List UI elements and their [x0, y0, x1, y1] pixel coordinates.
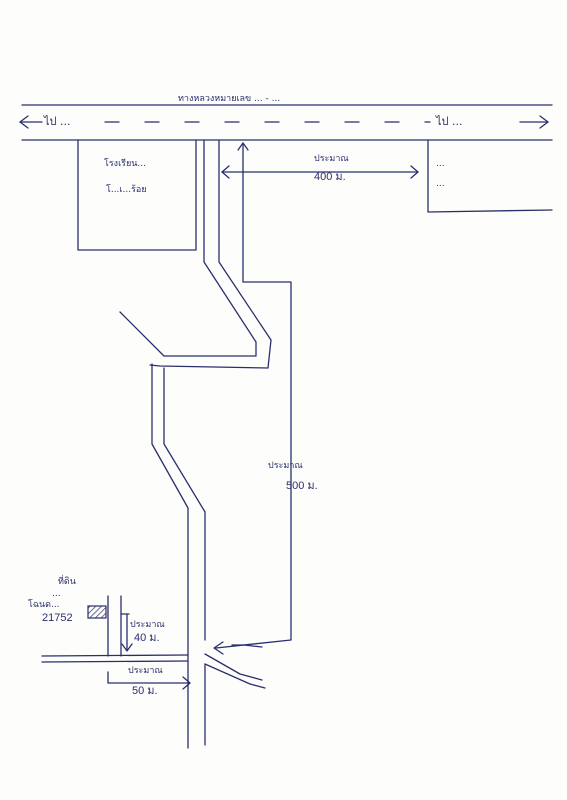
distance-marker-bottom-horizontal — [107, 671, 191, 690]
distance-middle-label: ประมาณ — [268, 461, 303, 471]
cross-road-edge-bottom — [41, 660, 189, 663]
building-left-outline — [77, 139, 197, 251]
junction-road-upper — [204, 653, 263, 681]
arrow-right-icon — [539, 115, 549, 129]
building-left-label-line1: โรงเรียน... — [104, 159, 146, 169]
distance-top-value: 400 ม. — [314, 171, 346, 183]
site-label-line2: ... — [52, 589, 61, 599]
distance-middle-arrow-icon — [213, 641, 224, 655]
building-right-label-line1: ... — [436, 159, 445, 169]
cross-road-edge-top — [41, 654, 189, 657]
site-label-line3: โฉนด... — [28, 600, 60, 610]
junction-road-north — [231, 644, 263, 648]
lower-road-edge-right-upper — [163, 367, 206, 641]
distance-bottom-horizontal-arrow-icon — [182, 676, 191, 690]
arrow-left-icon — [19, 115, 29, 129]
side-road — [119, 139, 272, 749]
distance-bottom-vertical-arrow-icon — [121, 643, 133, 652]
main-highway — [19, 104, 553, 141]
building-right-outline — [427, 139, 553, 213]
junction-road-lower — [204, 663, 266, 689]
side-road-edge-right — [149, 139, 272, 369]
building-left-label-line2: โ...เ...ร้อย — [106, 185, 147, 195]
distance-marker-bottom-vertical — [120, 613, 133, 652]
deed-number: 21752 — [42, 612, 73, 624]
distance-bottom-vertical-label: ประมาณ — [130, 620, 165, 630]
distance-middle-value: 500 ม. — [286, 480, 318, 492]
lower-road-edge-left — [151, 363, 189, 749]
side-road-edge-left — [119, 139, 257, 357]
right-direction-label: ไป ... — [436, 115, 463, 128]
bottom-junction — [41, 595, 266, 689]
distance-bottom-horizontal-label: ประมาณ — [128, 666, 163, 676]
building-right-label-line2: ... — [436, 179, 445, 189]
distance-top-arrow-up-icon — [237, 142, 249, 151]
distance-bottom-vertical-value: 40 ม. — [134, 632, 160, 644]
distance-bottom-horizontal-value: 50 ม. — [132, 685, 158, 697]
distance-top-arrow-left-icon — [221, 165, 230, 179]
distance-top-label: ประมาณ — [314, 154, 349, 164]
site-label-line1: ที่ดิน — [58, 577, 76, 587]
distance-top-arrow-right-icon — [410, 165, 419, 179]
highway-label: ทางหลวงหมายเลข ... - ... — [178, 94, 281, 104]
site-parcel — [87, 605, 107, 619]
left-direction-label: ไป ... — [44, 115, 71, 128]
distance-marker-top — [221, 142, 419, 179]
distance-middle-path — [215, 171, 292, 649]
